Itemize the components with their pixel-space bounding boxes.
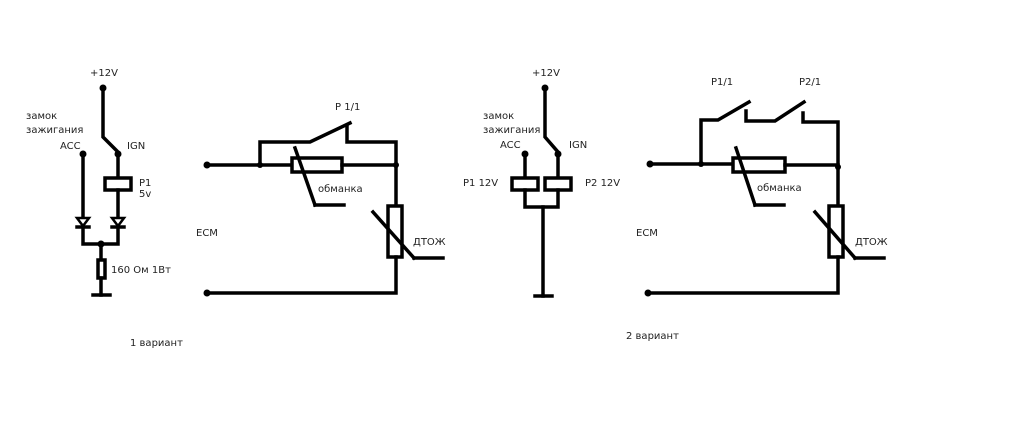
relay-label: P1 (139, 178, 151, 189)
dummy-resistor-label: обманка (318, 184, 363, 195)
variant1-caption: 1 вариант (130, 338, 183, 349)
coolant-temp-sensor (827, 204, 845, 259)
relay-coil-p1 (103, 176, 133, 192)
ignition-lock-label: замок (483, 111, 514, 122)
resistor-160-ohm (96, 258, 107, 280)
relay-switch-p1-1 (699, 99, 752, 166)
switch-label: P 1/1 (335, 102, 360, 113)
ign-label: IGN (569, 140, 587, 151)
variable-arrow (292, 145, 318, 208)
coil-join-wire (523, 188, 560, 209)
wire (801, 111, 840, 167)
acc-label: ACC (60, 141, 81, 152)
variant2-sensor-circuit: обманка P1/1 P2/1 ДТОЖ ECM (636, 77, 888, 297)
acc-label: ACC (500, 140, 521, 151)
ecm-terminal-bottom (203, 289, 211, 297)
switch2-label: P2/1 (799, 77, 821, 88)
variant2-caption: 2 вариант (626, 331, 679, 342)
relay-switch-p2-1 (744, 99, 807, 123)
sensor-label: ДТОЖ (413, 237, 446, 248)
variant1-sensor-circuit: обманка P 1/1 ДТОЖ ECM (196, 102, 446, 297)
relay-switch-p1-1 (258, 120, 353, 167)
thermistor-arrow (370, 209, 417, 261)
relay-coil-p1 (510, 176, 540, 192)
wire (345, 125, 398, 167)
resistor-label: 160 Ом 1Вт (111, 265, 171, 276)
variant1-control-circuit: +12V замок зажигания ACC IGN P1 5v 160 О… (26, 68, 171, 297)
relay1-label: P1 12V (463, 178, 498, 189)
relay-coil-p2 (543, 176, 573, 192)
dummy-resistor-label: обманка (757, 183, 802, 194)
ignition-lock-label: замок (26, 111, 57, 122)
wire (646, 255, 840, 295)
relay-voltage-label: 5v (139, 189, 151, 200)
supply-label: +12V (90, 68, 118, 79)
thermistor-arrow (812, 209, 858, 261)
ignition-lock-label-2: зажигания (483, 125, 540, 136)
ign-label: IGN (127, 141, 145, 152)
ignition-switch-blade (101, 86, 121, 155)
supply-label: +12V (532, 68, 560, 79)
variable-arrow (733, 145, 758, 208)
sensor-label: ДТОЖ (855, 237, 888, 248)
switch1-label: P1/1 (711, 77, 733, 88)
ecm-label: ECM (196, 228, 218, 239)
wire (205, 255, 398, 295)
variant2-control-circuit: +12V замок зажигания ACC IGN P1 12V P2 1… (463, 68, 620, 298)
ecm-terminal-bottom (644, 289, 652, 297)
ecm-label: ECM (636, 228, 658, 239)
ignition-switch-blade (543, 86, 561, 155)
ignition-lock-label-2: зажигания (26, 125, 83, 136)
relay2-label: P2 12V (585, 178, 620, 189)
